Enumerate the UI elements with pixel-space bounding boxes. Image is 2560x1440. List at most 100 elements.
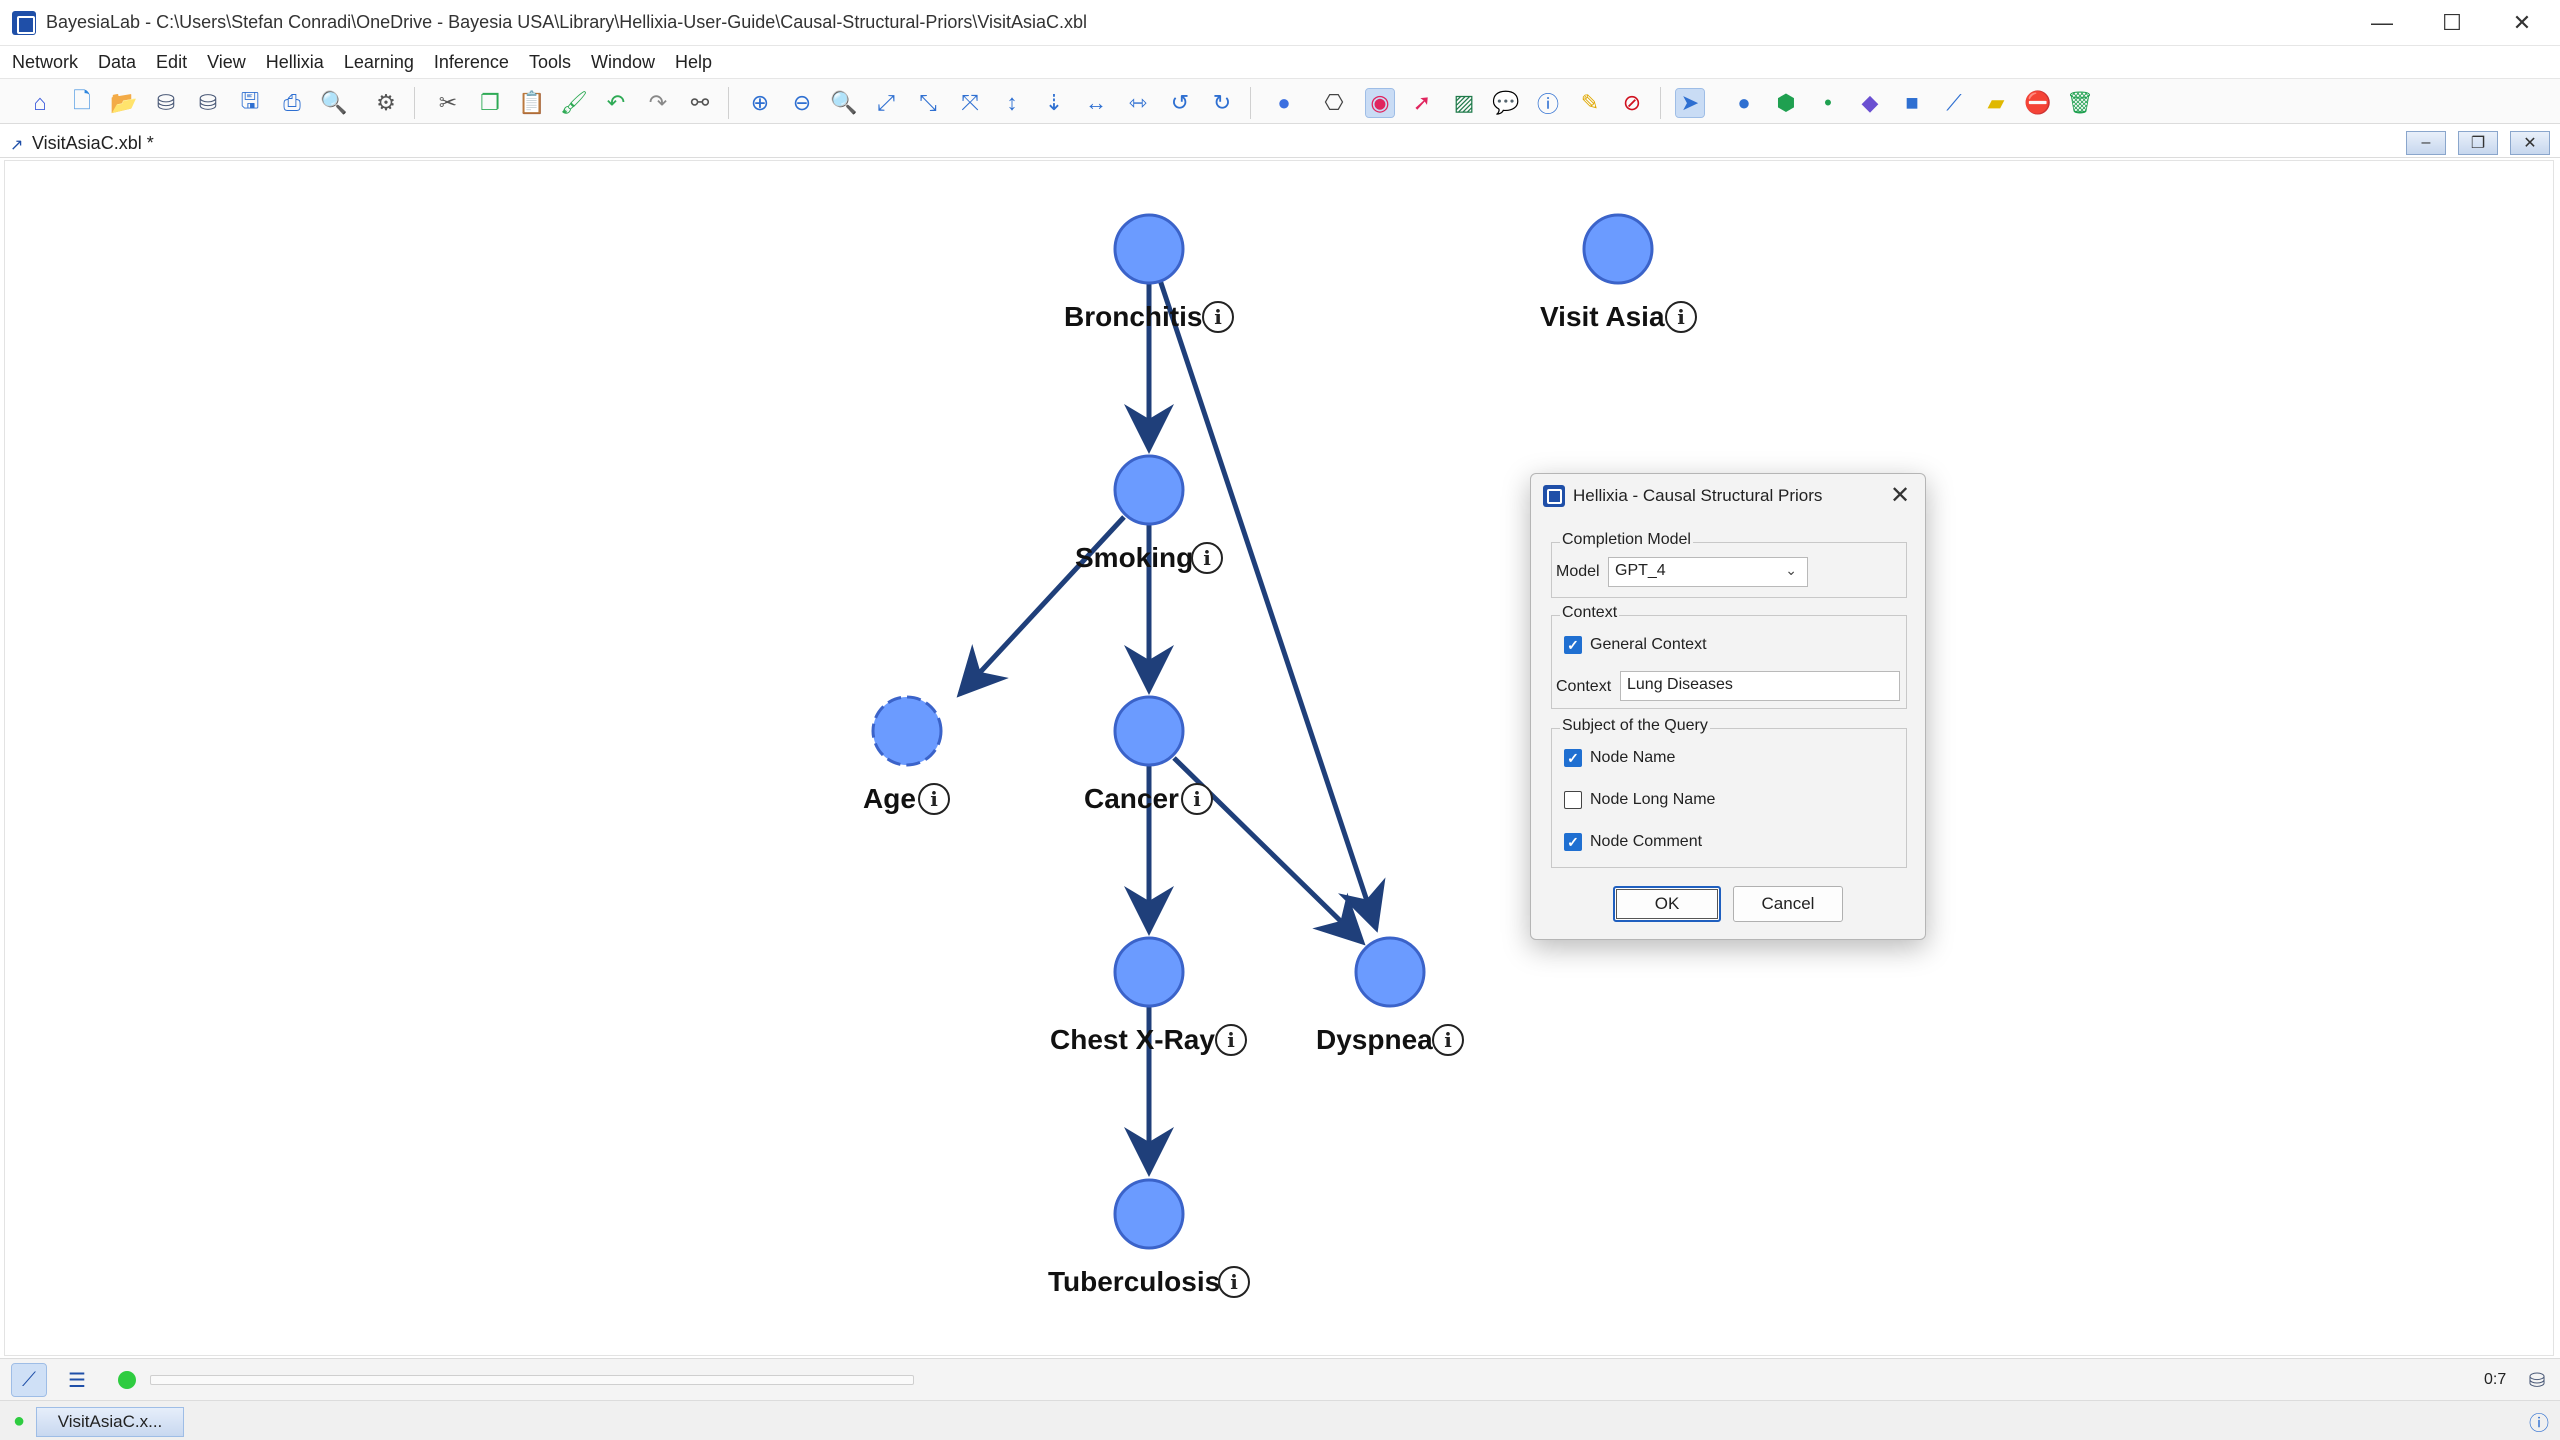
no-display-icon[interactable]: ⊘ [1622, 90, 1642, 115]
create-small-node-icon[interactable]: • [1824, 90, 1832, 115]
menu-learning[interactable]: Learning [343, 51, 414, 72]
vertical-contract-icon[interactable]: ⇣ [1044, 90, 1064, 115]
info-icon[interactable]: ⓘ [2529, 1412, 2549, 1435]
create-node-icon[interactable]: ● [1737, 90, 1751, 115]
undo-icon[interactable]: ↶ [606, 90, 626, 115]
comment-icon[interactable]: 💬 [1492, 90, 1520, 115]
zoom-out-icon[interactable]: ⊖ [792, 90, 812, 115]
context-input[interactable]: Lung Diseases [1620, 671, 1900, 701]
node-comment-label: Node Comment [1590, 833, 1703, 850]
rotate-left-icon[interactable]: ↺ [1170, 90, 1190, 115]
menu-edit[interactable]: Edit [156, 51, 188, 72]
ok-button[interactable]: OK [1613, 886, 1721, 922]
node-color-icon[interactable]: ◉ [1365, 88, 1395, 118]
arc-display-icon[interactable]: ➚ [1412, 90, 1432, 115]
menu-tools[interactable]: Tools [528, 51, 571, 72]
label-dyspnea: Dyspnea [1316, 1024, 1433, 1055]
node-age[interactable] [871, 695, 943, 767]
redo-icon[interactable]: ↷ [648, 90, 668, 115]
image-icon[interactable]: ▨ [1453, 90, 1475, 115]
create-arc-icon[interactable]: ⟋ [1946, 90, 1962, 115]
close-window-button[interactable]: ✕ [2512, 10, 2532, 35]
info-icon[interactable]: i [1202, 301, 1234, 333]
info-icon[interactable]: ⓘ [1536, 92, 1559, 117]
cut-icon[interactable]: ✂ [438, 90, 458, 115]
title-bar: BayesiaLab - C:\Users\Stefan Conradi\One… [0, 0, 2560, 46]
node-name-checkbox[interactable] [1564, 749, 1582, 767]
print-icon[interactable]: ⎙ [283, 90, 301, 115]
menu-view[interactable]: View [207, 51, 246, 72]
zoom-default-icon[interactable]: 🔍 [830, 90, 858, 115]
info-icon[interactable]: i [1665, 301, 1697, 333]
taskbar-document-item[interactable]: VisitAsiaC.x... [36, 1407, 184, 1437]
format-brush-icon[interactable]: 🖌 [560, 90, 588, 115]
doc-minimize-button[interactable]: – [2406, 131, 2446, 155]
general-context-checkbox[interactable] [1564, 636, 1582, 654]
node-bronchitis[interactable] [1113, 213, 1185, 285]
search-icon[interactable]: 🔍 [320, 90, 348, 115]
monitor-icon[interactable]: ⎔ [1324, 90, 1344, 115]
copy-icon[interactable]: ❐ [480, 90, 500, 115]
document-tab[interactable]: ↗ VisitAsiaC.xbl * – ❐ ✕ [0, 128, 2560, 158]
create-note-icon[interactable]: ▰ [1987, 90, 2005, 115]
node-chest-xray[interactable] [1113, 936, 1185, 1008]
node-cancer[interactable] [1113, 695, 1185, 767]
bayesialab-app-icon [12, 11, 36, 35]
info-icon[interactable]: i [1215, 1024, 1247, 1056]
note-icon[interactable]: ✎ [1580, 90, 1600, 115]
new-network-icon[interactable]: 🗋 [73, 88, 91, 113]
console-mode-icon[interactable]: ☰ [68, 1369, 86, 1392]
vertical-expand-icon[interactable]: ↕ [1006, 90, 1018, 115]
graph-mode-icon[interactable]: ⟋ [11, 1363, 47, 1397]
expand-icon[interactable]: ⤡ [919, 90, 937, 115]
database-icon[interactable]: ⛁ [156, 90, 176, 115]
doc-restore-button[interactable]: ❐ [2458, 131, 2498, 155]
menu-data[interactable]: Data [98, 51, 137, 72]
horizontal-contract-icon[interactable]: ⇿ [1128, 90, 1148, 115]
maximize-button[interactable]: ☐ [2442, 10, 2462, 35]
contract-icon[interactable]: ⤧ [961, 90, 979, 115]
node-tuberculosis[interactable] [1113, 1178, 1185, 1250]
rotate-right-icon[interactable]: ↻ [1212, 90, 1232, 115]
model-select[interactable]: GPT_4 ⌄ [1608, 557, 1808, 587]
node-comment-checkbox[interactable] [1564, 833, 1582, 851]
doc-close-button[interactable]: ✕ [2510, 131, 2550, 155]
zoom-in-icon[interactable]: ⊕ [750, 90, 770, 115]
settings-gear-icon[interactable]: ⚙ [376, 90, 396, 115]
menu-network[interactable]: Network [12, 51, 79, 72]
create-utility-node-icon[interactable]: ■ [1905, 90, 1919, 115]
info-icon[interactable]: i [1191, 542, 1223, 574]
horizontal-expand-icon[interactable]: ↔ [1085, 90, 1107, 115]
info-icon[interactable]: i [918, 783, 950, 815]
paste-icon[interactable]: 📋 [518, 90, 546, 115]
save-icon[interactable]: 🖫 [240, 88, 260, 113]
selection-pointer-icon[interactable]: ➤ [1675, 88, 1705, 118]
trash-icon[interactable]: 🗑 [2066, 90, 2094, 115]
info-icon[interactable]: i [1181, 783, 1213, 815]
create-constraint-node-icon[interactable]: ⬢ [1776, 90, 1796, 115]
graph-canvas[interactable] [4, 160, 2554, 1356]
remove-icon[interactable]: ⛔ [2024, 90, 2052, 115]
status-bar: ⟋ ☰ 0:7 ⛁ [0, 1358, 2560, 1400]
menu-hellixia[interactable]: Hellixia [265, 51, 324, 72]
node-visit-asia[interactable] [1582, 213, 1654, 285]
dialog-close-button[interactable]: ✕ [1889, 481, 1911, 509]
info-icon[interactable]: i [1432, 1024, 1464, 1056]
info-icon[interactable]: i [1218, 1266, 1250, 1298]
database-status-icon[interactable]: ⛁ [2528, 1369, 2546, 1392]
menu-window[interactable]: Window [590, 51, 655, 72]
node-display-icon[interactable]: ● [1277, 90, 1291, 115]
cancel-button[interactable]: Cancel [1733, 886, 1843, 922]
menu-inference[interactable]: Inference [433, 51, 509, 72]
menu-help[interactable]: Help [675, 51, 713, 72]
node-smoking[interactable] [1113, 454, 1185, 526]
node-long-name-checkbox[interactable] [1564, 791, 1582, 809]
binoculars-icon[interactable]: ⚯ [690, 90, 710, 115]
home-icon[interactable]: ⌂ [33, 90, 47, 115]
associate-data-icon[interactable]: ⛁ [198, 90, 218, 115]
minimize-button[interactable]: — [2371, 10, 2393, 35]
fit-to-window-icon[interactable]: ⤢ [877, 90, 895, 115]
create-decision-node-icon[interactable]: ◆ [1861, 90, 1879, 115]
node-dyspnea[interactable] [1354, 936, 1426, 1008]
open-folder-icon[interactable]: 📂 [110, 90, 138, 115]
